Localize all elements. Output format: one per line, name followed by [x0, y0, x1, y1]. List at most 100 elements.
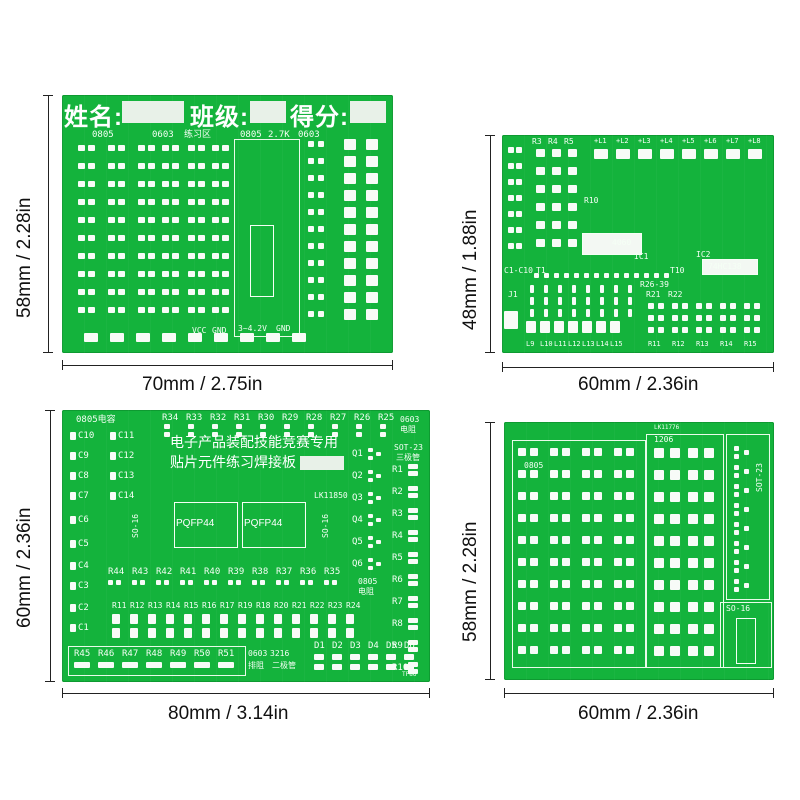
solder-pad: [582, 624, 590, 632]
solder-pad: [706, 327, 712, 333]
solder-pad: [582, 514, 590, 522]
solder-pad: [734, 446, 739, 451]
resistor-label: R25: [378, 413, 395, 423]
solder-pad: [568, 149, 577, 157]
board-title-line1: 电子产品装配技能竞赛专用: [170, 434, 338, 450]
r-label: R11: [648, 340, 661, 348]
solder-pad: [704, 602, 714, 612]
solder-pad: [344, 190, 356, 201]
solder-pad: [162, 253, 169, 259]
solder-pad: [110, 472, 116, 480]
solder-pad: [408, 552, 418, 557]
solder-pad: [318, 141, 324, 147]
solder-pad: [368, 654, 378, 660]
solder-pad: [530, 448, 538, 456]
size-1206-label: 1206: [654, 435, 674, 444]
solder-pad: [148, 289, 155, 295]
solder-pad: [614, 580, 622, 588]
resistor-label: R2: [392, 487, 403, 497]
solder-pad: [188, 307, 195, 313]
solder-pad: [138, 307, 145, 313]
solder-pad: [626, 470, 634, 478]
solder-pad: [536, 167, 545, 175]
transistor-label: Q1: [352, 449, 363, 459]
solder-pad: [380, 432, 386, 437]
dim-line: [62, 693, 430, 694]
dim-tick: [485, 679, 495, 680]
solder-pad: [344, 139, 356, 150]
solder-pad: [162, 307, 169, 313]
solder-pad: [744, 526, 749, 531]
solder-pad: [696, 315, 702, 321]
solder-pad: [220, 614, 228, 624]
dim-tick: [773, 362, 774, 372]
dim-line: [490, 422, 491, 680]
solder-pad: [368, 536, 373, 540]
solder-pad: [376, 496, 381, 500]
solder-pad: [404, 664, 414, 670]
solder-pad: [594, 580, 602, 588]
solder-pad: [704, 558, 714, 568]
solder-pad: [682, 315, 688, 321]
resistor-label: R14: [166, 601, 181, 610]
solder-pad: [284, 432, 290, 437]
resistor-label: R19: [238, 601, 253, 610]
solder-pad: [118, 307, 125, 313]
solder-pad: [408, 618, 418, 623]
solder-pad: [88, 199, 95, 205]
solder-pad: [138, 181, 145, 187]
l-pad: [582, 321, 592, 333]
l-pad: [540, 321, 550, 333]
diode-label: D6: [404, 641, 415, 651]
solder-pad: [648, 303, 654, 309]
l-pad: [526, 321, 536, 333]
solder-pad: [550, 448, 558, 456]
solder-pad: [198, 145, 205, 151]
tp-label: TP86: [402, 671, 417, 678]
solder-pad: [132, 580, 137, 585]
solder-pad: [562, 514, 570, 522]
solder-pad: [180, 580, 185, 585]
solder-pad: [508, 211, 514, 217]
cap-0805-label: 0805电容: [76, 415, 116, 425]
solder-pad: [572, 285, 576, 293]
solder-pad: [172, 235, 179, 241]
dim-tick: [429, 688, 430, 698]
soic-footprint: [250, 225, 274, 297]
transistor-label: Q6: [352, 559, 363, 569]
solder-pad: [582, 470, 590, 478]
solder-pad: [162, 181, 169, 187]
solder-pad: [202, 628, 210, 638]
l-pad: [568, 321, 578, 333]
solder-pad: [78, 199, 85, 205]
solder-pad: [518, 470, 526, 478]
solder-pad: [508, 147, 514, 153]
solder-pad: [318, 209, 324, 215]
solder-pad: [112, 614, 120, 624]
solder-pad: [148, 163, 155, 169]
solder-pad: [366, 139, 378, 150]
solder-pad: [744, 564, 749, 569]
dim-tick: [43, 352, 53, 353]
solder-pad: [670, 536, 680, 546]
solder-pad: [594, 470, 602, 478]
capacitor-label: C12: [118, 451, 135, 461]
solder-pad: [408, 471, 418, 476]
solder-pad: [368, 558, 373, 562]
led-pad: [638, 149, 652, 159]
solder-pad: [130, 628, 138, 638]
solder-pad: [204, 580, 209, 585]
solder-pad: [138, 163, 145, 169]
solder-pad: [188, 432, 194, 437]
solder-pad: [614, 602, 622, 610]
solder-pad: [344, 309, 356, 320]
resistor-label: R12: [130, 601, 145, 610]
resistor-label: R17: [220, 601, 235, 610]
solder-pad: [88, 163, 95, 169]
solder-pad: [350, 654, 360, 660]
solder-pad: [744, 583, 749, 588]
solder-pad: [594, 448, 602, 456]
solder-pad: [658, 327, 664, 333]
r26-39-label: R26-39: [640, 280, 669, 289]
solder-pad: [148, 235, 155, 241]
